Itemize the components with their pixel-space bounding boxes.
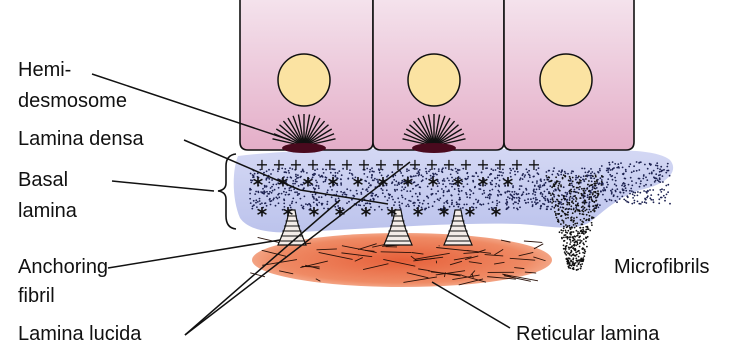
plus-mark: + (476, 155, 489, 174)
nucleus-1 (278, 54, 330, 106)
reticular-fiber (302, 266, 320, 267)
star-mark: * (491, 203, 502, 227)
plus-mark: + (408, 155, 421, 174)
label-anchoring-fibril-2: fibril (18, 285, 55, 307)
plus-mark: + (340, 155, 353, 174)
label-microfibrils: Microfibrils (614, 256, 710, 278)
plus-mark: + (289, 155, 302, 174)
plus-mark: + (306, 155, 319, 174)
leader-reticular-lamina (432, 282, 510, 328)
star-mark: * (453, 173, 464, 197)
label-anchoring-fibril-1: Anchoring (18, 256, 108, 278)
label-lamina-lucida: Lamina lucida (18, 323, 141, 345)
nucleus-2 (408, 54, 460, 106)
star-mark: * (439, 203, 450, 227)
plus-mark: + (425, 155, 438, 174)
nucleus-3 (540, 54, 592, 106)
star-mark: * (257, 203, 268, 227)
label-hemidesmosome-1: Hemi- (18, 59, 71, 81)
star-mark: * (478, 173, 489, 197)
star-mark: * (283, 203, 294, 227)
plus-mark: + (493, 155, 506, 174)
star-mark: * (253, 173, 264, 197)
reticular-fiber (534, 244, 543, 249)
star-mark: * (465, 203, 476, 227)
leader-basal-lamina (112, 181, 214, 191)
plus-mark: + (510, 155, 523, 174)
star-mark: * (328, 173, 339, 197)
basal-lamina-bracket (218, 154, 236, 229)
plus-mark: + (357, 155, 370, 174)
label-basal-lamina-1: Basal (18, 169, 68, 191)
label-hemidesmosome-2: desmosome (18, 90, 127, 112)
star-mark: * (303, 173, 314, 197)
star-mark: * (387, 203, 398, 227)
star-mark: * (503, 173, 514, 197)
label-reticular-lamina: Reticular lamina (516, 323, 659, 345)
plus-mark: + (272, 155, 285, 174)
plus-mark: + (374, 155, 387, 174)
plus-mark: + (527, 155, 540, 174)
star-mark: * (403, 173, 414, 197)
plus-mark: + (323, 155, 336, 174)
star-mark: * (428, 173, 439, 197)
plus-mark: + (442, 155, 455, 174)
label-lamina-densa: Lamina densa (18, 128, 144, 150)
reticular-fiber (524, 241, 542, 242)
star-mark: * (361, 203, 372, 227)
star-mark: * (353, 173, 364, 197)
plus-mark: + (459, 155, 472, 174)
star-mark: * (413, 203, 424, 227)
label-basal-lamina-2: lamina (18, 200, 77, 222)
